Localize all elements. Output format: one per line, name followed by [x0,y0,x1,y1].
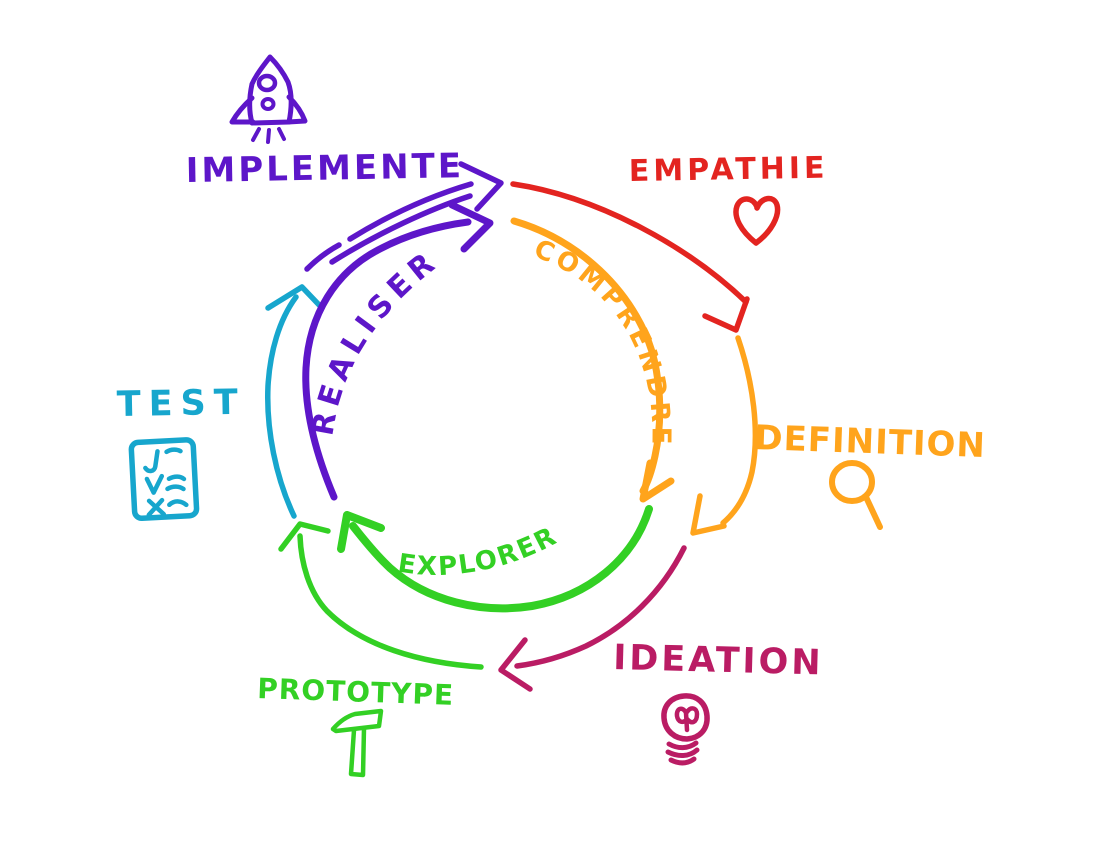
arc-implemente-stroke-1 [304,242,342,272]
arc-prototype [297,533,484,670]
arc-ideation [514,545,687,669]
arrowhead-realiser [448,201,494,253]
rocket-right-fin [285,94,308,125]
checklist-cross [146,497,167,518]
arc-definition [720,335,759,526]
arc-implemente [304,161,504,272]
label-ideation: IDEATION [613,638,824,683]
magnifier-handle [863,494,883,530]
arrowhead-comprendre [639,459,675,503]
magnifier-lens [829,460,875,504]
arc-empathie [510,181,749,305]
rocket-window-bottom [260,97,276,111]
rocket-icon [229,54,308,144]
arc-implemente-overdraw [329,193,473,265]
magnifying-glass-icon [829,460,883,530]
rocket-window-top [256,73,278,93]
heart-icon [733,195,781,246]
label-realiser: REALISER [305,243,446,438]
arc-implemente-stroke-2 [347,181,474,242]
hammer-handle [348,725,367,778]
label-definition: DEFINITION [754,418,987,466]
checklist-sheet [128,437,200,522]
arc-realiser [302,218,472,501]
lightbulb-filament [674,706,700,733]
arrowhead-prototype [278,521,331,552]
arc-test [264,294,299,519]
arrowhead-test [265,284,325,311]
arrowhead-definition [690,493,727,536]
rocket-left-fin [229,95,256,125]
hammer-icon [330,708,384,778]
hammer-head [330,708,384,734]
label-prototype: PROTOTYPE [257,672,455,712]
label-empathie: EMPATHIE [629,151,829,189]
label-comprendre: COMPRENDRE [530,234,676,448]
rocket-body [247,54,294,126]
checklist-icon [128,437,200,522]
lightbulb-base [665,740,700,766]
label-implemente: IMPLEMENTE [185,146,464,191]
checklist-line-2a [166,474,187,482]
arrowhead-empathie [702,296,750,333]
lightbulb-glass [661,693,710,742]
arrowhead-ideation [498,637,533,692]
arc-explorer [349,505,653,613]
checklist-line-3 [167,499,189,508]
checklist-check-1 [143,449,160,474]
arrowhead-implemente [458,161,504,212]
label-test: TEST [116,383,246,425]
rocket-flames [251,127,286,144]
arrowhead-explorer [337,511,385,553]
checklist-check-2 [144,473,165,495]
checklist-line-1 [164,447,183,455]
lightbulb-icon [661,693,710,766]
label-explorer: EXPLORER [396,521,563,582]
checklist-line-2b [165,484,186,492]
